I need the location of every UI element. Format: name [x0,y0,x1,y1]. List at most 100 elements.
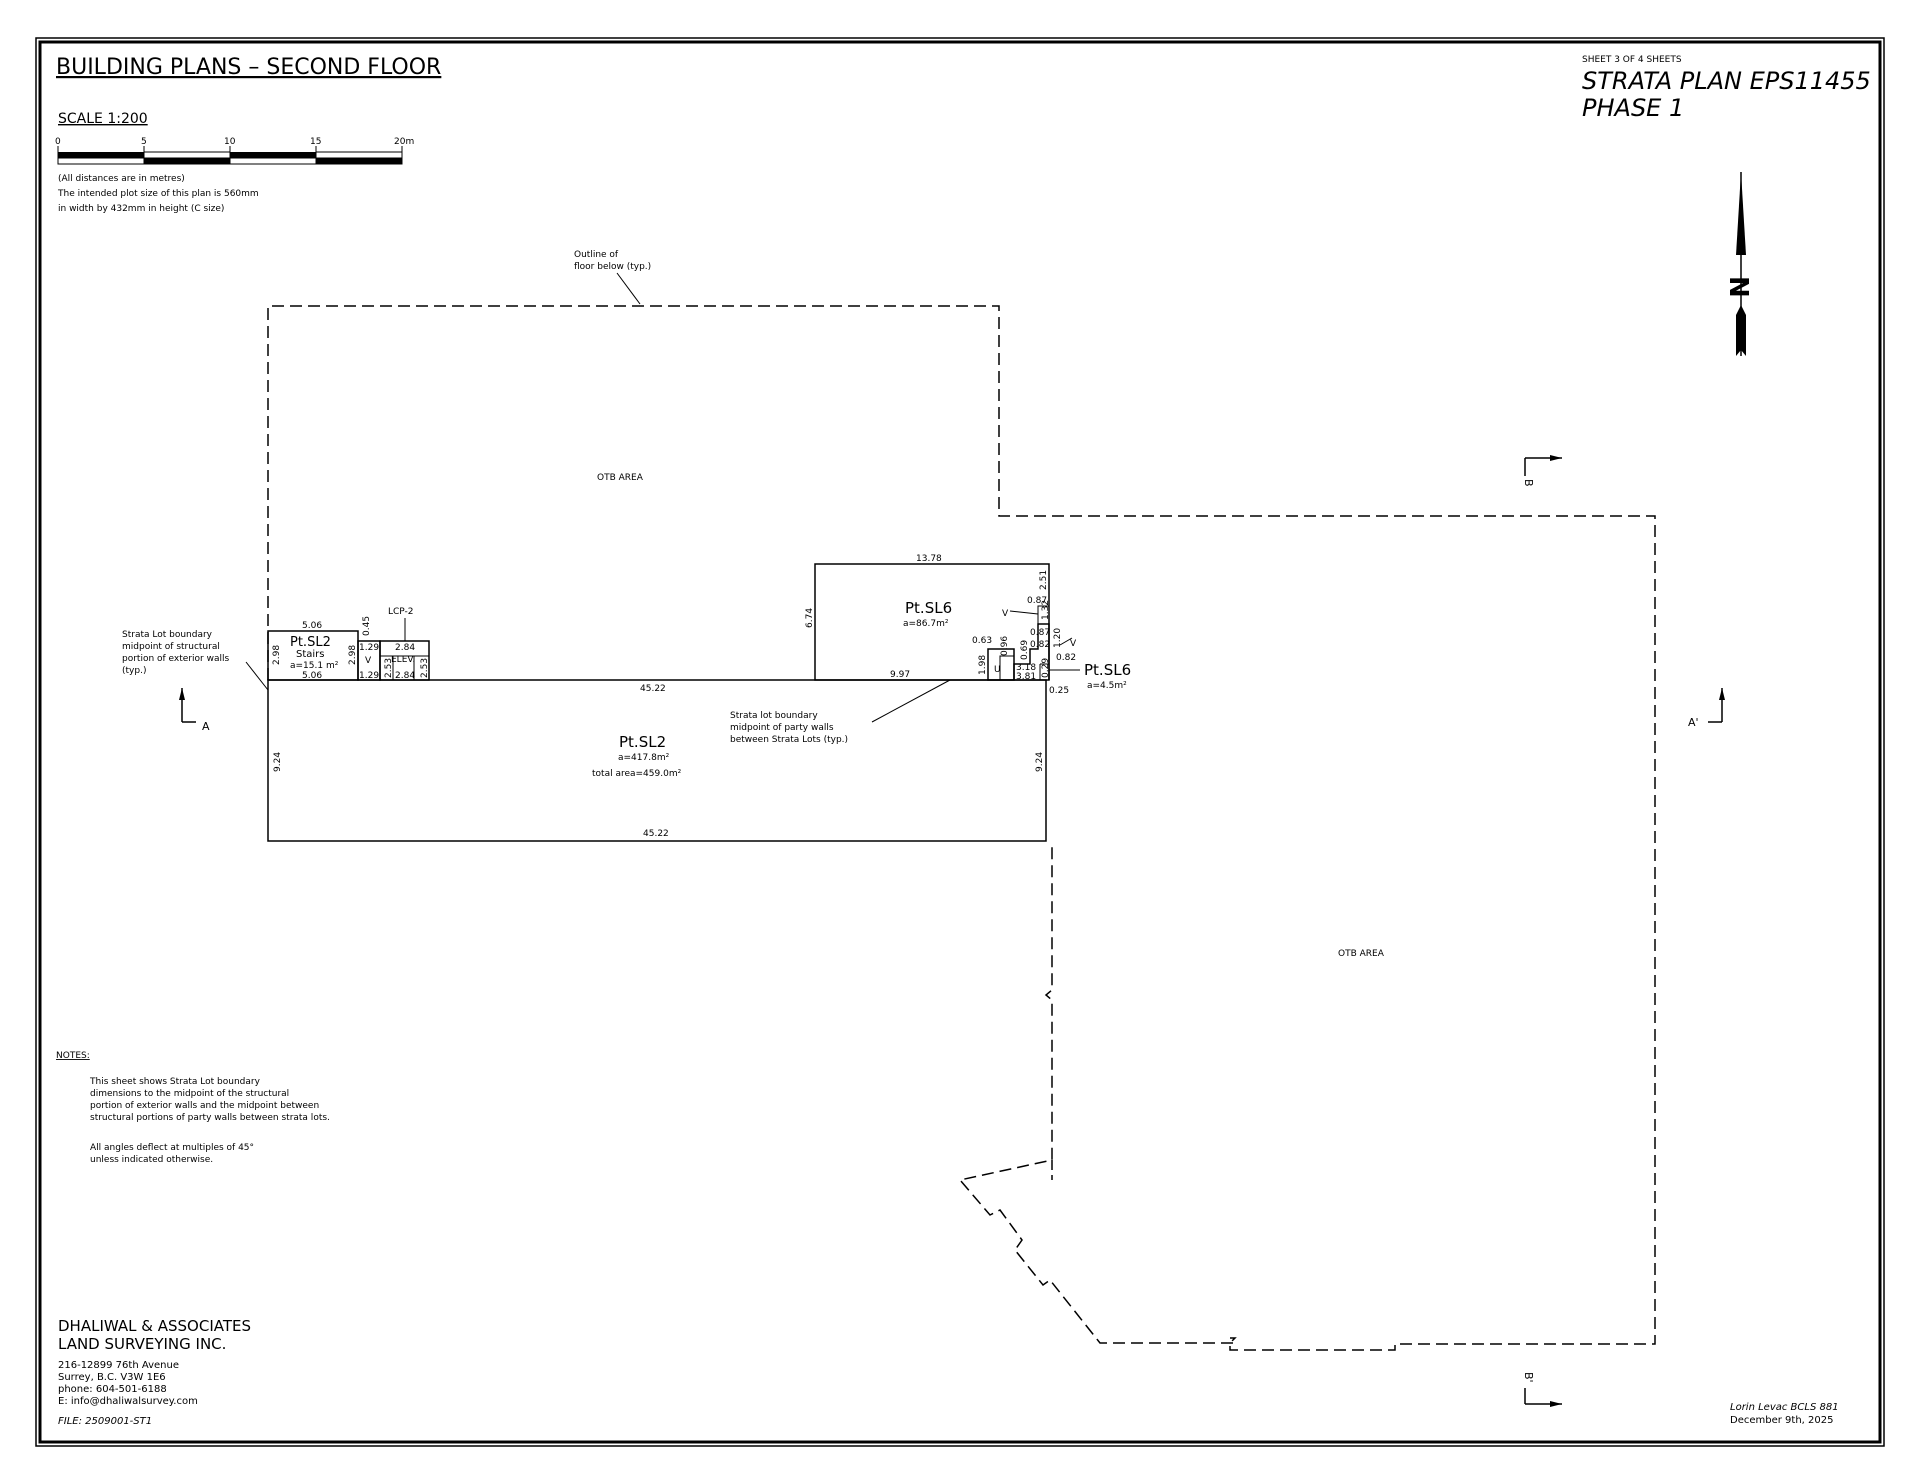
firm-address-2: Surrey, B.C. V3W 1E6 [58,1372,166,1383]
otb-area-right: OTB AREA [1338,949,1385,959]
boundary-ext-line-2: midpoint of structural [122,642,220,652]
notes-para1-line4: structural portions of party walls betwe… [90,1113,330,1123]
boundary-ext-line-4: (typ.) [122,666,146,676]
north-arrow: N [1723,172,1753,356]
dim-0-87-b: 0.87 [1030,628,1050,638]
firm-name-2: LAND SURVEYING INC. [58,1335,226,1353]
phase-label: PHASE 1 [1582,94,1684,122]
section-label-a: A [202,720,210,733]
signature-line-1: Lorin Levac BCLS 881 [1730,1402,1839,1413]
lot-sl2-stairs-name: Pt.SL2 [290,635,331,650]
dim-2-98-left: 2.98 [272,645,282,665]
boundary-party-line-3: between Strata Lots (typ.) [730,735,848,745]
dim-45-22-bottom: 45.22 [643,829,669,839]
dim-2-53-b: 2.53 [420,658,430,678]
boundary-party-line-1: Strata lot boundary [730,711,818,721]
dim-3-81: 3.81 [1016,672,1036,682]
v-leader-1 [1009,610,1039,615]
scale-tick-20: 20m [394,137,414,147]
dim-3-18: 3.18 [1016,663,1036,673]
outline-label-1: Outline of [574,250,619,260]
outer-border [35,37,1885,1447]
north-label: N [1723,276,1753,298]
otb-area-top: OTB AREA [597,473,644,483]
dim-6-74: 6.74 [805,608,815,628]
lot-sl2-stairs-sub: Stairs [296,649,325,660]
void-label-right-2: V [1070,639,1077,649]
dim-1-98: 1.98 [978,655,988,675]
boundary-ext-line-3: portion of exterior walls [122,654,229,664]
lot-sl2-stairs-area: a=15.1 m² [290,661,339,671]
section-mark-a-prime [1708,688,1725,723]
dim-0-87-a: 0.87 [1027,596,1047,606]
dim-0-29: 0.29 [1041,658,1051,678]
dim-0-96: 0.96 [1000,636,1010,656]
firm-phone: phone: 604-501-6188 [58,1384,167,1395]
lot-sl2-area: a=417.8m² [618,753,670,763]
dim-2-51: 2.51 [1039,570,1049,590]
lot-sl6-small-area: a=4.5m² [1087,681,1127,691]
dim-2-98-right: 2.98 [348,645,358,665]
dim-2-84-top: 2.84 [395,643,415,653]
dim-2-53-a: 2.53 [384,658,394,678]
dim-0-69: 0.69 [1020,640,1030,660]
dim-0-82-a: 0.82 [1030,640,1050,650]
dim-0-63: 0.63 [972,636,992,646]
dim-1-32: 1.32 [1041,600,1051,620]
boundary-ext-leader [245,661,269,691]
section-label-a-prime: A' [1688,716,1699,729]
section-mark-b [1524,455,1562,476]
dim-5-06-top: 5.06 [302,621,322,631]
notes-para2-line2: unless indicated otherwise. [90,1155,213,1165]
lot-sl2-main [267,679,1047,842]
scale-note-1: (All distances are in metres) [58,174,185,184]
void-label-right: V [1002,609,1009,619]
dim-0-25: 0.25 [1049,686,1069,696]
lot-sl2-name: Pt.SL2 [619,733,666,751]
section-mark-b-prime [1524,1388,1562,1407]
notes-para1-line2: dimensions to the midpoint of the struct… [90,1089,289,1099]
scale-tick-5: 5 [141,137,147,147]
inner-border [38,40,1882,1444]
scale-tick-0: 0 [55,137,61,147]
section-label-b-prime: B' [1522,1372,1535,1383]
elev-label: ELEV. [391,655,415,665]
outline-label-2: floor below (typ.) [574,262,651,272]
scale-tick-10: 10 [224,137,236,147]
notes-heading: NOTES: [56,1051,90,1061]
notes-para1-line1: This sheet shows Strata Lot boundary [89,1077,261,1087]
dim-13-78: 13.78 [916,554,942,564]
firm-name-1: DHALIWAL & ASSOCIATES [58,1317,251,1335]
u-inner [999,655,1015,681]
outline-floor-below-right [958,846,1233,1344]
dim-1-29-top: 1.29 [359,643,379,653]
void-label-left: V [365,656,372,666]
lot-sl2-total: total area=459.0m² [592,769,682,779]
firm-address-1: 216-12899 76th Avenue [58,1360,179,1371]
lcp-label: LCP-2 [388,607,414,617]
dim-1-20: 1.20 [1053,628,1063,648]
section-label-b: B [1522,479,1535,487]
notes-para2-line1: All angles deflect at multiples of 45° [90,1143,254,1153]
lot-sl6-name: Pt.SL6 [905,599,952,617]
dim-9-24-left: 9.24 [273,752,283,772]
section-mark-a [179,688,196,723]
v-leader-2 [1059,637,1073,646]
boundary-party-leader [871,679,951,723]
dim-5-06-bottom: 5.06 [302,671,322,681]
firm-email: E: info@dhaliwalsurvey.com [58,1396,198,1407]
dim-0-82-b: 0.82 [1056,653,1076,663]
scale-label: SCALE 1:200 [58,111,148,127]
u-label: U [994,665,1001,675]
dim-0-45: 0.45 [362,616,372,636]
notes-para1-line3: portion of exterior walls and the midpoi… [90,1101,319,1111]
dim-9-24-right: 9.24 [1035,752,1045,772]
outline-floor-below-top [267,305,1656,1351]
dim-2-84-bottom: 2.84 [395,671,415,681]
firm-file: FILE: 2509001-ST1 [58,1416,152,1427]
outline-leader [616,272,641,305]
v-box-right [1037,605,1050,625]
scale-note-2: The intended plot size of this plan is 5… [57,189,259,199]
strata-plan-number: STRATA PLAN EPS11455 [1582,67,1871,95]
